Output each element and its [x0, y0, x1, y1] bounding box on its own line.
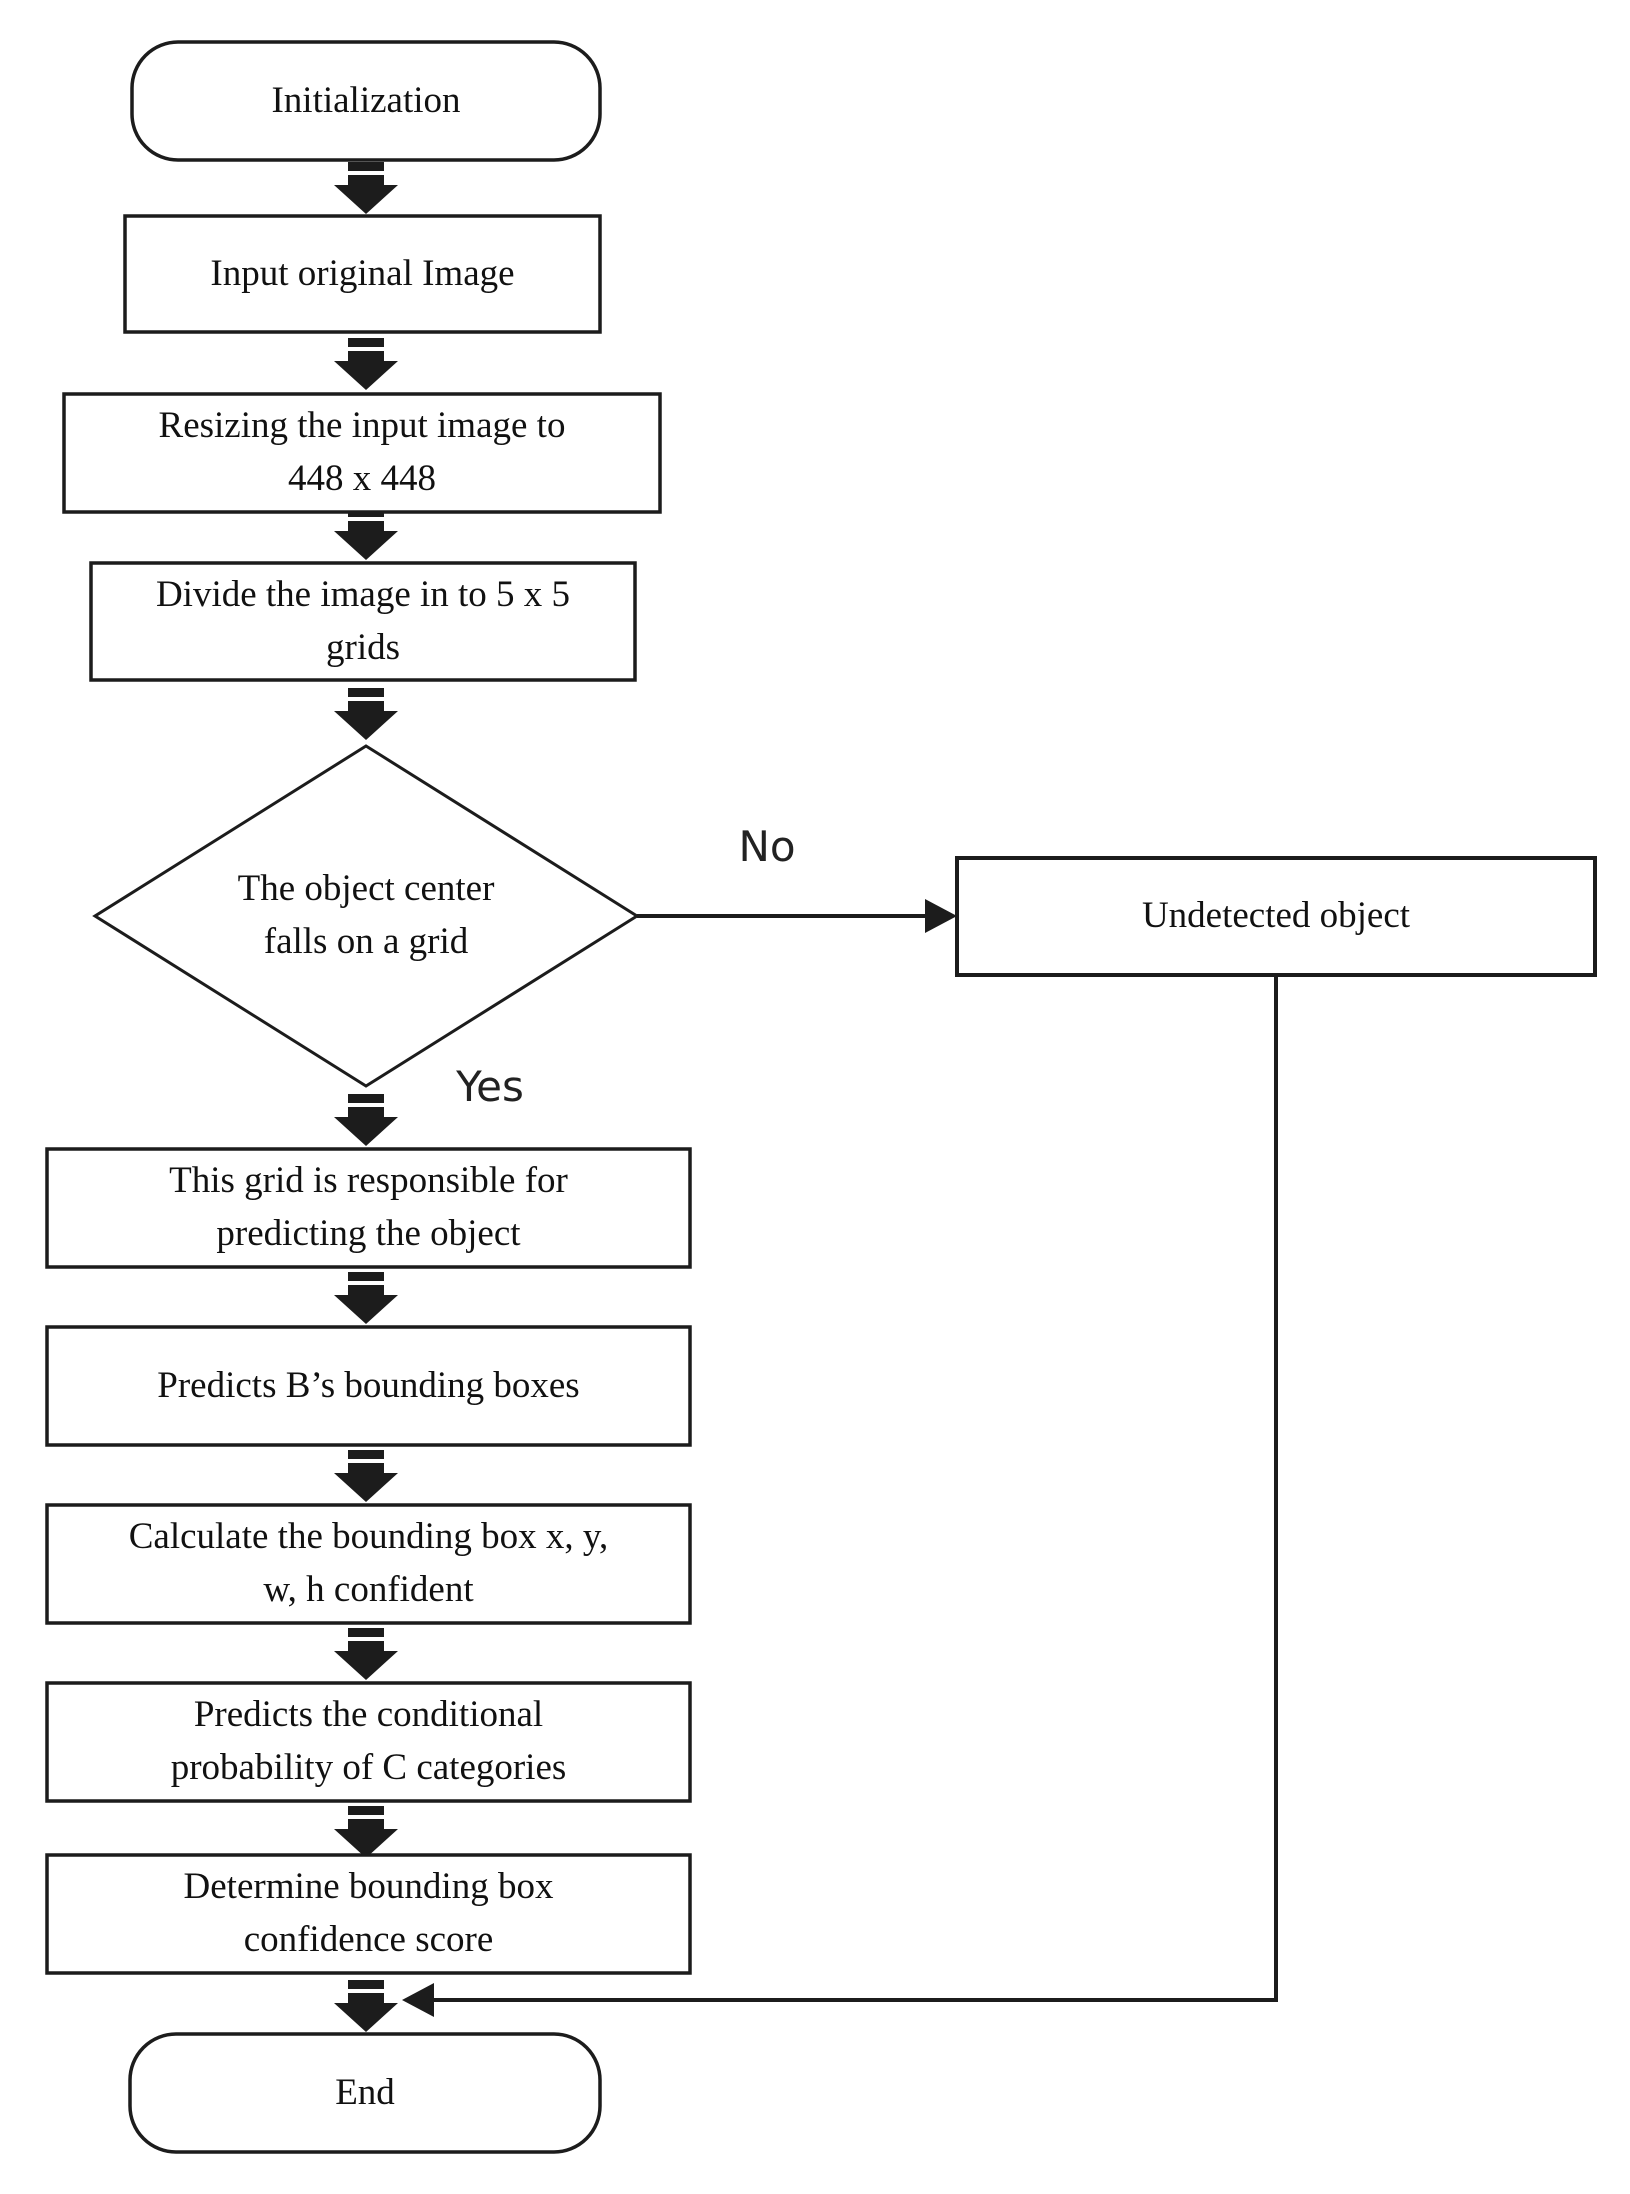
grid-responsible-process-shape	[45, 1147, 692, 1269]
arrow-conditional-to-determine	[334, 1806, 398, 1858]
arrow-determine-to-end	[334, 1980, 398, 2032]
merge-arrowhead	[402, 1983, 434, 2017]
determine-process-shape	[45, 1853, 692, 1975]
arrow-init-to-input	[334, 162, 398, 214]
undetected-process-shape	[955, 856, 1597, 977]
initialization-terminator-shape	[130, 40, 602, 162]
arrow-grid-to-predict	[334, 1272, 398, 1324]
end-terminator-shape	[128, 2032, 602, 2154]
undetected-return-line	[434, 975, 1278, 2002]
calculate-process-shape	[45, 1503, 692, 1625]
input-process-shape	[123, 214, 602, 334]
conditional-process-shape	[45, 1681, 692, 1803]
divide-process-shape	[89, 561, 637, 682]
resize-process-shape	[62, 392, 662, 514]
decision-diamond-shape	[92, 744, 640, 1088]
predict-boxes-process-shape	[45, 1325, 692, 1447]
arrow-calculate-to-conditional	[334, 1628, 398, 1680]
arrow-predict-to-calculate	[334, 1450, 398, 1502]
arrow-input-to-resize	[334, 338, 398, 390]
arrow-resize-to-divide	[334, 508, 398, 560]
arrow-yes-branch	[334, 1094, 398, 1146]
arrow-divide-to-decision	[334, 688, 398, 740]
no-branch-arrowhead	[925, 899, 957, 933]
